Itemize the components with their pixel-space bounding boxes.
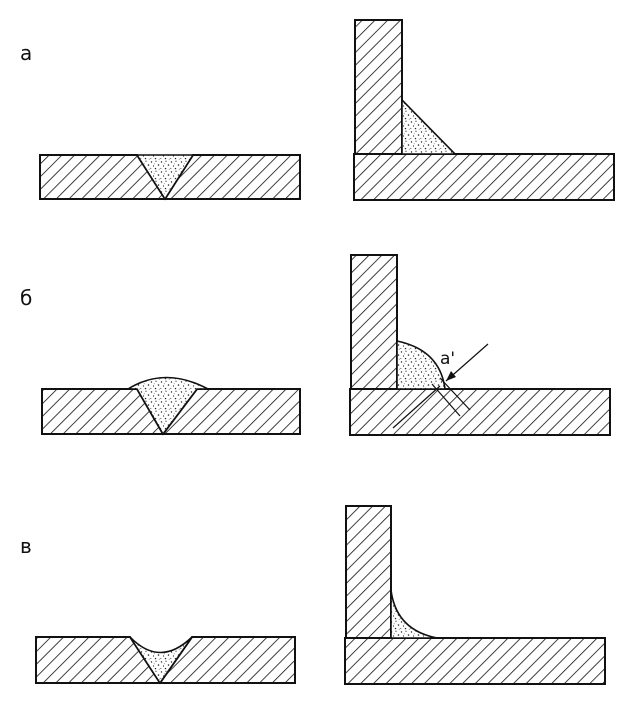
butt-weld-bead xyxy=(125,376,209,436)
fillet-vertical-plate xyxy=(354,19,403,155)
fillet-base-plate xyxy=(353,153,615,201)
butt-weld-bead xyxy=(135,154,195,201)
row-label-a: а xyxy=(20,41,32,65)
callout-arrow-head xyxy=(446,371,456,381)
throat-dimension-line-1 xyxy=(392,385,441,429)
fillet-weld-bead xyxy=(401,98,457,155)
fillet-weld-concave xyxy=(344,505,606,685)
row-label-b: б xyxy=(20,286,32,310)
throat-dimension-line-3 xyxy=(439,377,471,411)
fillet-base-plate xyxy=(344,637,606,685)
fillet-weld-bead xyxy=(390,589,438,639)
fillet-base-plate xyxy=(349,388,611,436)
butt-weld-concave xyxy=(35,636,296,685)
fillet-vertical-plate xyxy=(350,254,398,390)
butt-weld-bead xyxy=(129,636,193,685)
fillet-vertical-plate xyxy=(345,505,392,639)
fillet-weld-bead xyxy=(396,340,446,390)
butt-plate-left xyxy=(35,636,162,684)
butt-weld-convex xyxy=(41,376,301,436)
throat-dimension-line-2 xyxy=(431,383,461,417)
butt-weld-flat xyxy=(39,154,301,201)
callout-label: а' xyxy=(440,349,455,369)
butt-plate-right xyxy=(158,636,296,684)
fillet-weld-convex xyxy=(349,254,611,436)
fillet-weld-flat xyxy=(353,19,615,201)
row-label-v: в xyxy=(20,534,32,558)
